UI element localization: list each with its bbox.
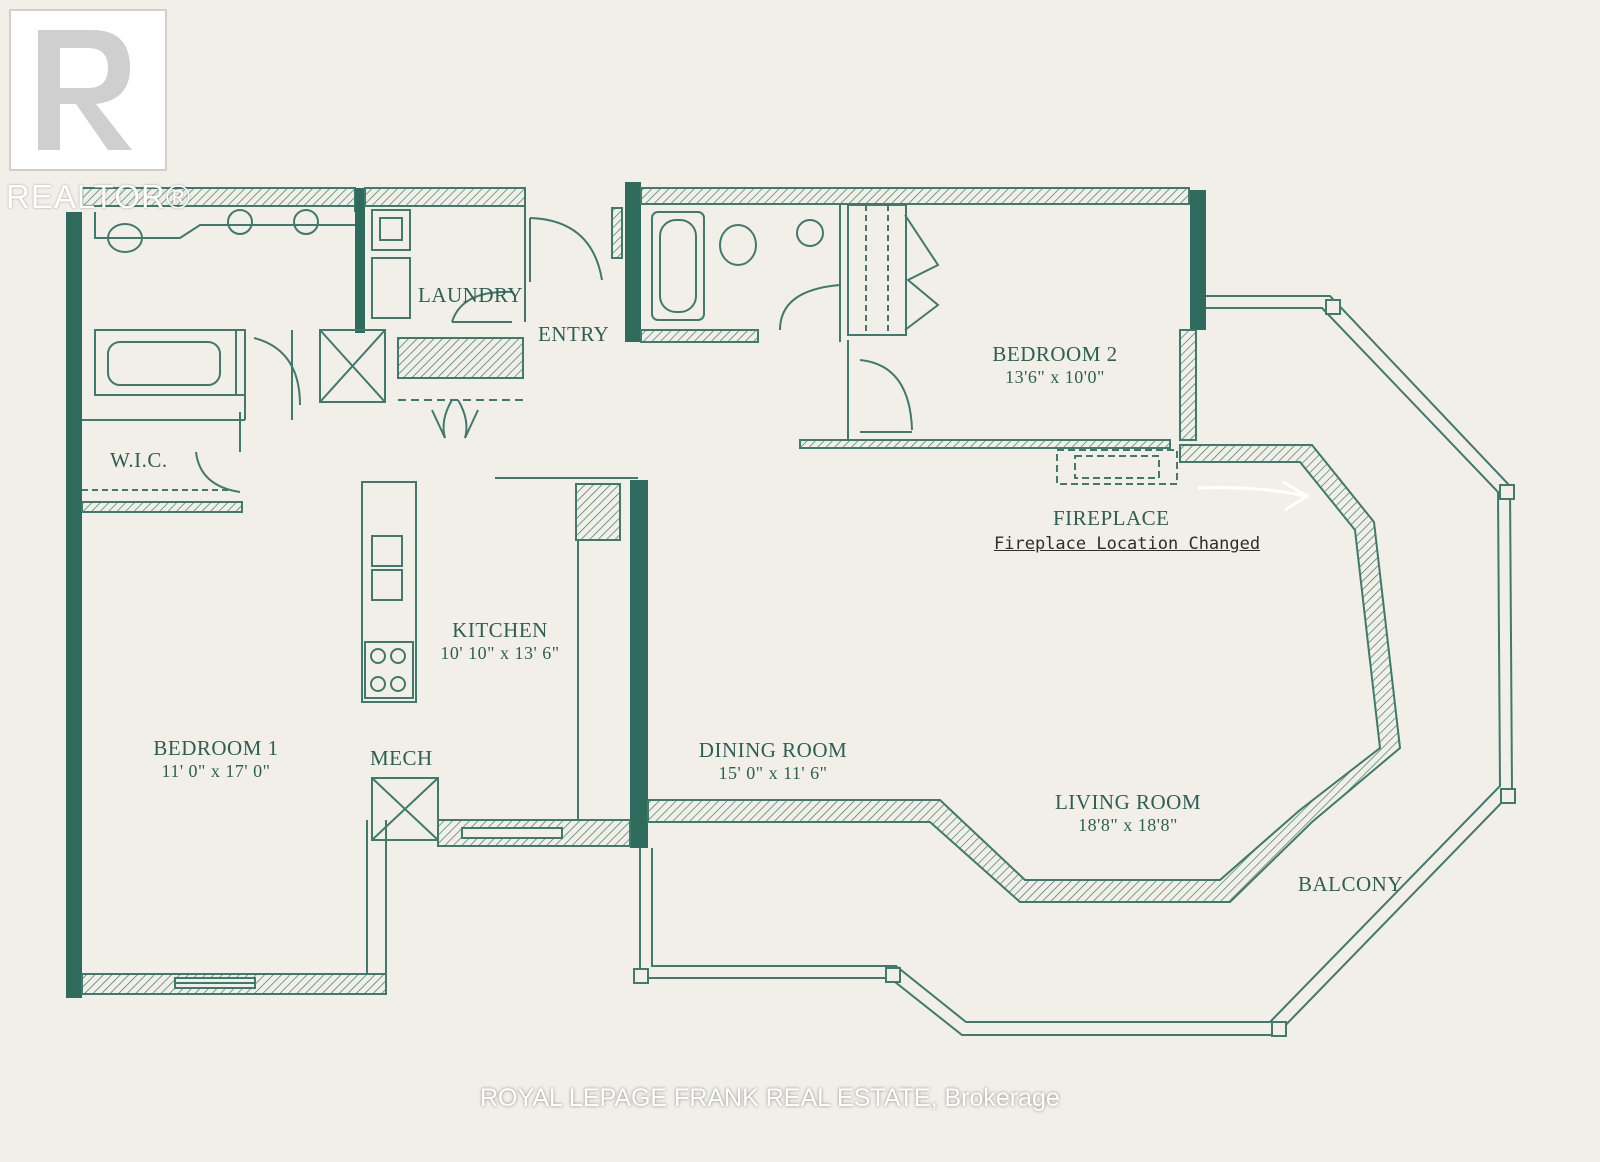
bedroom1-name: BEDROOM 1 [153, 736, 279, 760]
ensuite-bath [94, 209, 361, 420]
bedroom1-walls [66, 187, 387, 998]
bedroom2-walls [625, 182, 1206, 449]
fireplace-note: Fireplace Location Changed [994, 534, 1261, 554]
bedroom2-dims: 13'6" x 10'0" [1005, 367, 1105, 388]
bedroom2-label: BEDROOM 2 13'6" x 10'0" [970, 342, 1140, 389]
wic-label: W.I.C. [110, 448, 168, 472]
living-dims: 18'8" x 18'8" [1078, 815, 1178, 836]
entry-label: ENTRY [538, 322, 610, 346]
realtor-wordmark: REALTOR® [6, 178, 192, 215]
fireplace-symbol [1056, 449, 1178, 485]
living-room-walls [647, 444, 1402, 903]
kitchen-dims: 10' 10" x 13' 6" [440, 643, 560, 664]
kitchen-label: KITCHEN 10' 10" x 13' 6" [436, 618, 564, 665]
balcony-label: BALCONY [1298, 872, 1404, 896]
dining-dims: 15' 0" x 11' 6" [718, 763, 828, 784]
fireplace-label: FIREPLACE [1053, 506, 1170, 530]
entry-door [529, 207, 623, 282]
laundry-label: LAUNDRY [418, 283, 524, 307]
kitchen-walls [361, 477, 648, 848]
living-label: LIVING ROOM 18'8" x 18'8" [1048, 790, 1208, 837]
kitchen-name: KITCHEN [452, 618, 548, 642]
balcony-railing [633, 295, 1516, 1037]
laundry-walls [319, 187, 526, 439]
living-name: LIVING ROOM [1054, 790, 1202, 814]
realtor-logo [9, 9, 167, 171]
brokerage-watermark: ROYAL LEPAGE FRANK REAL ESTATE, Brokerag… [480, 1084, 1060, 1112]
annotation-arrow [1197, 480, 1310, 512]
wic-walls [81, 412, 245, 513]
dining-name: DINING ROOM [698, 738, 848, 762]
bedroom2-name: BEDROOM 2 [992, 342, 1118, 366]
bedroom1-dims: 11' 0" x 17' 0" [161, 761, 271, 782]
bedroom1-label: BEDROOM 1 11' 0" x 17' 0" [146, 736, 286, 783]
dining-label: DINING ROOM 15' 0" x 11' 6" [688, 738, 858, 785]
mech-label: MECH [370, 746, 433, 770]
